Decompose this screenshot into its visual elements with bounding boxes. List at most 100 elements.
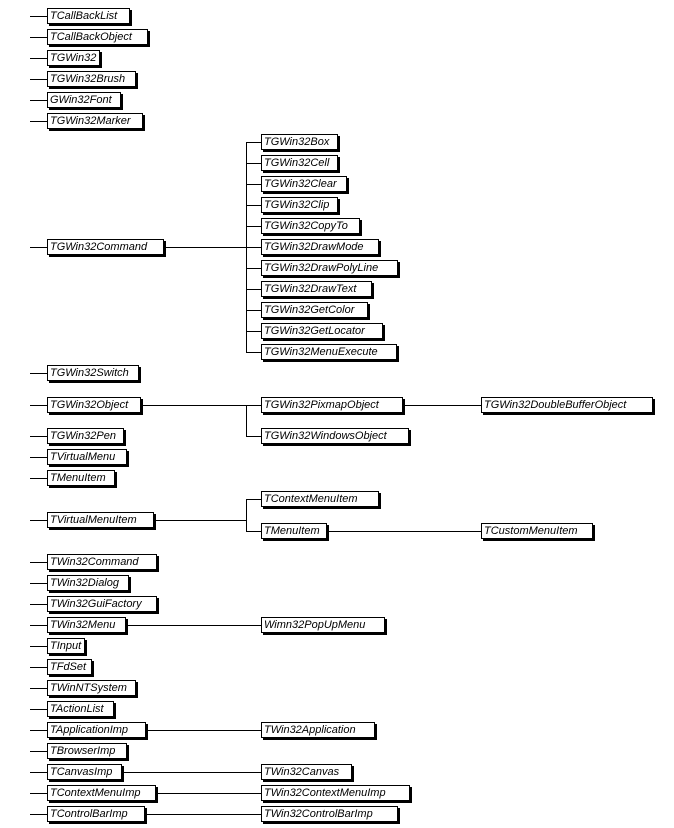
connector-line bbox=[30, 583, 47, 584]
connector-line bbox=[30, 436, 47, 437]
connector-line bbox=[30, 604, 47, 605]
class-node-tgwin32box: TGWin32Box bbox=[261, 134, 338, 150]
class-node-twin32command: TWin32Command bbox=[47, 554, 157, 570]
connector-line bbox=[246, 205, 261, 206]
connector-line bbox=[30, 373, 47, 374]
connector-line bbox=[30, 814, 47, 815]
connector-line bbox=[30, 688, 47, 689]
connector-line bbox=[246, 352, 261, 353]
connector-line bbox=[246, 268, 261, 269]
connector-line bbox=[246, 436, 261, 437]
class-node-tgwin32pen: TGWin32Pen bbox=[47, 428, 124, 444]
class-node-tgwin32doublebufferobject: TGWin32DoubleBufferObject bbox=[481, 397, 653, 413]
class-node-tvirtualmenuitem: TVirtualMenuItem bbox=[47, 512, 154, 528]
connector-line bbox=[246, 814, 261, 815]
class-node-gwin32font: GWin32Font bbox=[47, 92, 121, 108]
connector-line bbox=[246, 405, 261, 406]
connector-line bbox=[30, 79, 47, 80]
connector-line bbox=[466, 531, 481, 532]
class-node-tinput: TInput bbox=[47, 638, 85, 654]
connector-line bbox=[166, 247, 246, 248]
connector-line bbox=[30, 751, 47, 752]
connector-line bbox=[405, 405, 466, 406]
class-node-tgwin32clear: TGWin32Clear bbox=[261, 176, 347, 192]
class-node-tgwin32drawmode: TGWin32DrawMode bbox=[261, 239, 379, 255]
connector-line bbox=[30, 709, 47, 710]
connector-line bbox=[329, 531, 466, 532]
class-node-tgwin32command: TGWin32Command bbox=[47, 239, 164, 255]
class-node-tcontrolbarimp: TControlBarImp bbox=[47, 806, 145, 822]
class-node-tfdset: TFdSet bbox=[47, 659, 92, 675]
connector-line bbox=[246, 247, 261, 248]
class-node-twin32application: TWin32Application bbox=[261, 722, 375, 738]
connector-line bbox=[246, 499, 261, 500]
class-node-tcustommenuitem: TCustomMenuItem bbox=[481, 523, 593, 539]
class-node-tgwin32drawpolyline: TGWin32DrawPolyLine bbox=[261, 260, 398, 276]
connector-line bbox=[30, 478, 47, 479]
connector-line bbox=[30, 793, 47, 794]
class-node-twin32menu: TWin32Menu bbox=[47, 617, 126, 633]
class-node-tgwin32marker: TGWin32Marker bbox=[47, 113, 143, 129]
connector-line bbox=[246, 184, 261, 185]
connector-line bbox=[30, 646, 47, 647]
class-node-tcontextmenuitem: TContextMenuItem bbox=[261, 491, 379, 507]
connector-line bbox=[30, 247, 47, 248]
class-node-tcontextmenuimp: TContextMenuImp bbox=[47, 785, 156, 801]
class-node-tapplicationimp: TApplicationImp bbox=[47, 722, 146, 738]
connector-line bbox=[246, 289, 261, 290]
connector-line bbox=[147, 814, 246, 815]
connector-line bbox=[246, 793, 261, 794]
class-node-tgwin32copyto: TGWin32CopyTo bbox=[261, 218, 360, 234]
connector-line bbox=[246, 163, 261, 164]
class-node-tgwin32cell: TGWin32Cell bbox=[261, 155, 338, 171]
class-node-twinntsystem: TWinNTSystem bbox=[47, 680, 136, 696]
connector-line bbox=[30, 121, 47, 122]
connector-spine bbox=[246, 499, 247, 532]
class-node-tgwin32switch: TGWin32Switch bbox=[47, 365, 139, 381]
connector-line bbox=[30, 405, 47, 406]
class-node-tactionlist: TActionList bbox=[47, 701, 114, 717]
class-node-tgwin32menuexecute: TGWin32MenuExecute bbox=[261, 344, 397, 360]
connector-line bbox=[30, 667, 47, 668]
class-node-tgwin32getcolor: TGWin32GetColor bbox=[261, 302, 368, 318]
class-node-tgwin32getlocator: TGWin32GetLocator bbox=[261, 323, 383, 339]
connector-line bbox=[124, 772, 246, 773]
connector-line bbox=[246, 625, 261, 626]
class-node-twin32contextmenuimp: TWin32ContextMenuImp bbox=[261, 785, 410, 801]
connector-line bbox=[143, 405, 246, 406]
class-node-tmenuitem1: TMenuItem bbox=[47, 470, 115, 486]
class-node-tgwin32object: TGWin32Object bbox=[47, 397, 141, 413]
connector-line bbox=[466, 405, 481, 406]
connector-line bbox=[30, 625, 47, 626]
connector-line bbox=[246, 730, 261, 731]
class-node-tcallbacklist: TCallBackList bbox=[47, 8, 130, 24]
connector-line bbox=[246, 531, 261, 532]
connector-line bbox=[246, 331, 261, 332]
connector-line bbox=[30, 730, 47, 731]
class-node-tgwin32: TGWin32 bbox=[47, 50, 100, 66]
class-node-tgwin32windowsobject: TGWin32WindowsObject bbox=[261, 428, 409, 444]
class-node-tgwin32brush: TGWin32Brush bbox=[47, 71, 136, 87]
class-node-tcanvasimp: TCanvasImp bbox=[47, 764, 122, 780]
connector-line bbox=[30, 772, 47, 773]
connector-line bbox=[30, 16, 47, 17]
connector-spine bbox=[246, 405, 247, 437]
connector-line bbox=[30, 37, 47, 38]
connector-line bbox=[246, 772, 261, 773]
connector-line bbox=[30, 100, 47, 101]
class-node-tgwin32drawtext: TGWin32DrawText bbox=[261, 281, 372, 297]
connector-line bbox=[128, 625, 246, 626]
class-node-tgwin32pixmapobject: TGWin32PixmapObject bbox=[261, 397, 403, 413]
class-node-twin32controlbarimp: TWin32ControlBarImp bbox=[261, 806, 398, 822]
connector-line bbox=[148, 730, 246, 731]
connector-line bbox=[30, 562, 47, 563]
connector-line bbox=[246, 226, 261, 227]
connector-line bbox=[30, 520, 47, 521]
class-node-tvirtualmenu: TVirtualMenu bbox=[47, 449, 127, 465]
class-node-tcallbackobject: TCallBackObject bbox=[47, 29, 148, 45]
connector-line bbox=[156, 520, 246, 521]
class-node-wimn32popupmenu: Wimn32PopUpMenu bbox=[261, 617, 385, 633]
class-node-twin32canvas: TWin32Canvas bbox=[261, 764, 352, 780]
class-node-twin32guifactory: TWin32GuiFactory bbox=[47, 596, 157, 612]
